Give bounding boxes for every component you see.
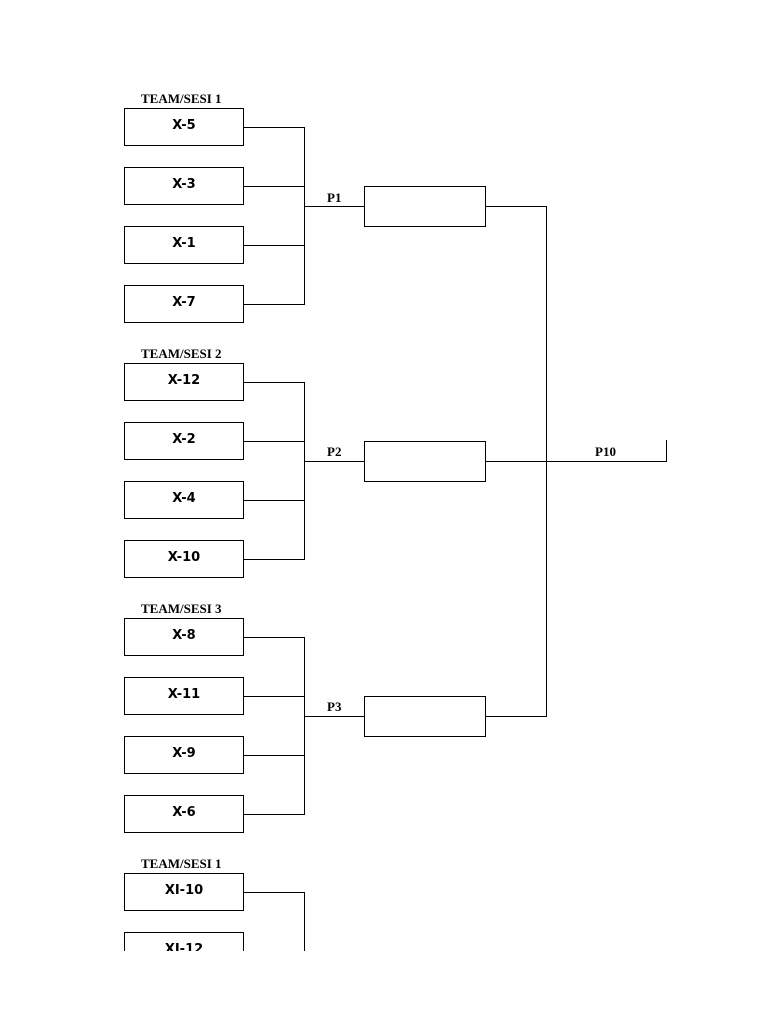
connector-line — [486, 716, 547, 717]
team-box[interactable]: X-7 — [124, 285, 244, 323]
team-box[interactable]: X-6 — [124, 795, 244, 833]
team-box[interactable]: XI-10 — [124, 873, 244, 911]
team-name: X-12 — [167, 373, 201, 388]
team-name: X-4 — [172, 491, 196, 506]
connector-line — [304, 127, 305, 305]
team-box[interactable]: X-8 — [124, 618, 244, 656]
team-name: X-9 — [172, 746, 196, 761]
team-name: X-3 — [172, 177, 196, 192]
team-box[interactable]: X-2 — [124, 422, 244, 460]
team-box[interactable]: X-12 — [124, 363, 244, 401]
team-box[interactable]: X-5 — [124, 108, 244, 146]
round-label: P1 — [327, 190, 342, 205]
round-label: P2 — [327, 444, 342, 459]
team-box[interactable]: X-11 — [124, 677, 244, 715]
connector-line — [244, 441, 305, 442]
connector-line — [244, 892, 305, 893]
winner-box[interactable] — [364, 186, 486, 227]
group-label: TEAM/SESI 1 — [141, 856, 222, 871]
team-name: X-11 — [167, 687, 201, 702]
connector-line — [666, 440, 667, 462]
connector-line — [244, 559, 305, 560]
connector-line — [244, 500, 305, 501]
connector-line — [486, 461, 547, 462]
group-label: TEAM/SESI 3 — [141, 601, 222, 616]
connector-line — [244, 696, 305, 697]
round-label: P3 — [327, 699, 342, 714]
connector-line — [244, 814, 305, 815]
team-box[interactable]: X-9 — [124, 736, 244, 774]
connector-line — [304, 716, 365, 717]
team-name: XI-12 — [164, 942, 204, 951]
connector-line — [244, 382, 305, 383]
connector-line — [244, 186, 305, 187]
team-name: X-6 — [172, 805, 196, 820]
connector-line — [304, 461, 365, 462]
winner-box[interactable] — [364, 441, 486, 482]
connector-line — [244, 637, 305, 638]
team-name: X-10 — [167, 550, 201, 565]
team-name: X-1 — [172, 236, 196, 251]
connector-line — [244, 755, 305, 756]
team-name: X-8 — [172, 628, 196, 643]
team-box[interactable]: XI-12 — [124, 932, 244, 951]
connector-line — [486, 206, 547, 207]
team-name: X-7 — [172, 295, 196, 310]
connector-line — [304, 637, 305, 815]
final-label: P10 — [595, 444, 616, 459]
connector-line — [244, 304, 305, 305]
bracket-sheet: TEAM/SESI 1 X-5 X-3 X-1 X-7 P1 TEAM/SESI… — [124, 91, 667, 951]
connector-line — [546, 461, 667, 462]
team-name: X-5 — [172, 118, 196, 133]
connector-line — [304, 382, 305, 560]
group-label: TEAM/SESI 2 — [141, 346, 222, 361]
connector-line — [244, 127, 305, 128]
team-box[interactable]: X-3 — [124, 167, 244, 205]
team-name: X-2 — [172, 432, 196, 447]
team-name: XI-10 — [164, 883, 204, 898]
group-label: TEAM/SESI 1 — [141, 91, 222, 106]
team-box[interactable]: X-10 — [124, 540, 244, 578]
winner-box[interactable] — [364, 696, 486, 737]
connector-line — [304, 892, 305, 951]
connector-line — [304, 206, 365, 207]
team-box[interactable]: X-4 — [124, 481, 244, 519]
team-box[interactable]: X-1 — [124, 226, 244, 264]
connector-line — [244, 245, 305, 246]
